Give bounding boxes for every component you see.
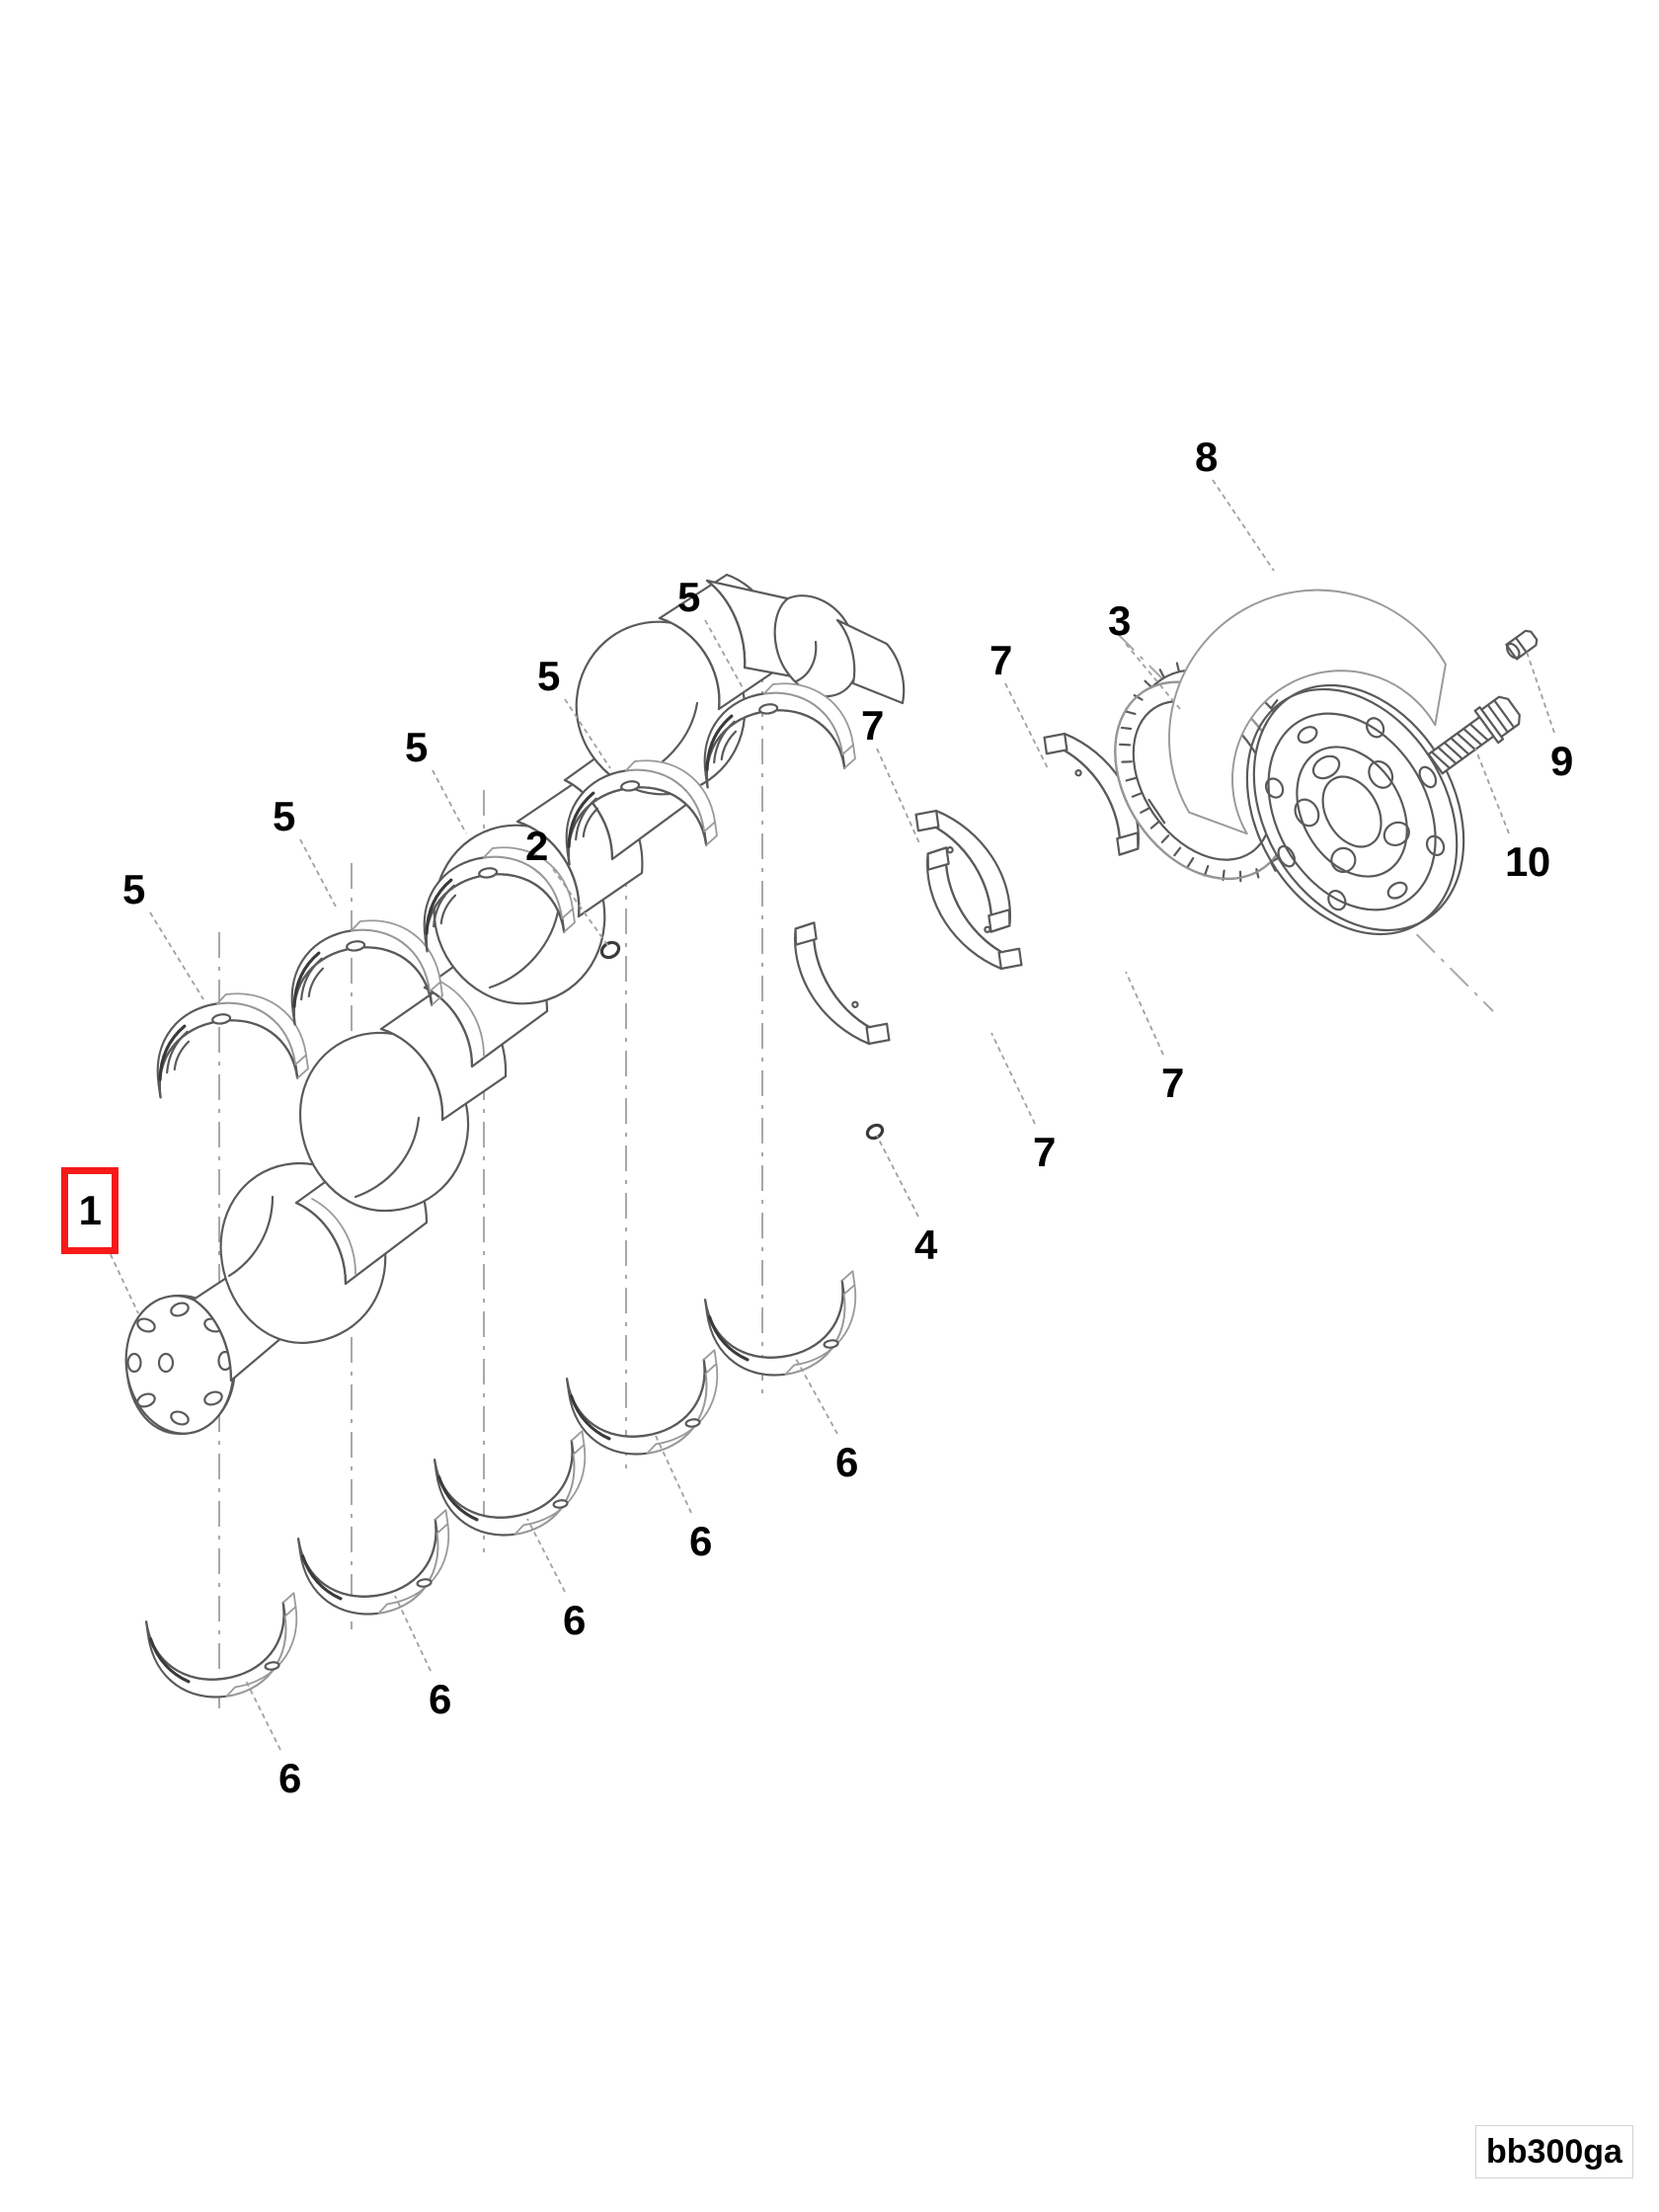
leader-line-7 xyxy=(876,748,921,846)
callout-label-3[interactable]: 3 xyxy=(1108,597,1131,644)
callout-label-6[interactable]: 6 xyxy=(689,1518,712,1564)
callout-label-7[interactable]: 7 xyxy=(861,702,884,749)
leader-line-5 xyxy=(149,911,204,1000)
callout-label-9[interactable]: 9 xyxy=(1550,738,1573,784)
dowel-pin-upper xyxy=(599,940,621,960)
callout-label-7[interactable]: 7 xyxy=(989,637,1012,683)
leader-line-4 xyxy=(876,1135,919,1218)
leader-line-6 xyxy=(655,1435,692,1514)
leader-line-9 xyxy=(1526,651,1555,734)
thrust-washers xyxy=(783,730,1150,1048)
leader-line-6 xyxy=(244,1678,281,1751)
callout-label-1: 1 xyxy=(78,1187,102,1233)
leader-line-7 xyxy=(1004,682,1050,771)
callout-label-6[interactable]: 6 xyxy=(563,1597,586,1643)
leader-line-6 xyxy=(526,1518,566,1593)
flange-bolt-holes xyxy=(126,1302,233,1426)
leader-line-1 xyxy=(106,1245,139,1314)
callout-label-6[interactable]: 6 xyxy=(278,1755,301,1801)
flywheel-bolt xyxy=(1427,695,1521,775)
leader-line-5 xyxy=(299,838,337,908)
callout-label-10[interactable]: 10 xyxy=(1505,838,1550,885)
callout-label-5[interactable]: 5 xyxy=(677,574,700,620)
leader-line-5 xyxy=(432,769,467,834)
leader-line-7 xyxy=(990,1032,1036,1125)
flywheel xyxy=(1168,589,1465,936)
callout-label-7[interactable]: 7 xyxy=(1161,1060,1184,1106)
leader-line-8 xyxy=(1212,479,1275,572)
dowel-pin-flywheel xyxy=(1505,629,1539,661)
callout-label-5[interactable]: 5 xyxy=(405,724,428,770)
dowel-pin-rear xyxy=(865,1123,885,1141)
crank-rear-journal xyxy=(705,579,906,705)
callout-highlight-1[interactable]: 1 xyxy=(61,1167,118,1254)
callout-label-5[interactable]: 5 xyxy=(122,866,145,912)
leader-line-7 xyxy=(1125,971,1164,1056)
leader-line-6 xyxy=(795,1358,838,1435)
leader-line-5 xyxy=(564,698,611,769)
sheet-code-text: bb300ga xyxy=(1486,2132,1622,2171)
callout-label-6[interactable]: 6 xyxy=(835,1439,858,1485)
leader-lines xyxy=(106,479,1555,1751)
sheet-code-box: bb300ga xyxy=(1475,2125,1633,2178)
leader-line-2 xyxy=(552,868,609,947)
callout-label-5[interactable]: 5 xyxy=(273,793,295,839)
leader-line-10 xyxy=(1474,748,1510,834)
callout-label-2[interactable]: 2 xyxy=(525,823,548,869)
callout-label-8[interactable]: 8 xyxy=(1195,434,1218,480)
callout-label-5[interactable]: 5 xyxy=(537,653,560,699)
callout-label-7[interactable]: 7 xyxy=(1033,1129,1056,1175)
callout-label-4[interactable]: 4 xyxy=(914,1222,937,1268)
leader-line-5 xyxy=(704,619,746,692)
callout-label-6[interactable]: 6 xyxy=(429,1676,451,1722)
